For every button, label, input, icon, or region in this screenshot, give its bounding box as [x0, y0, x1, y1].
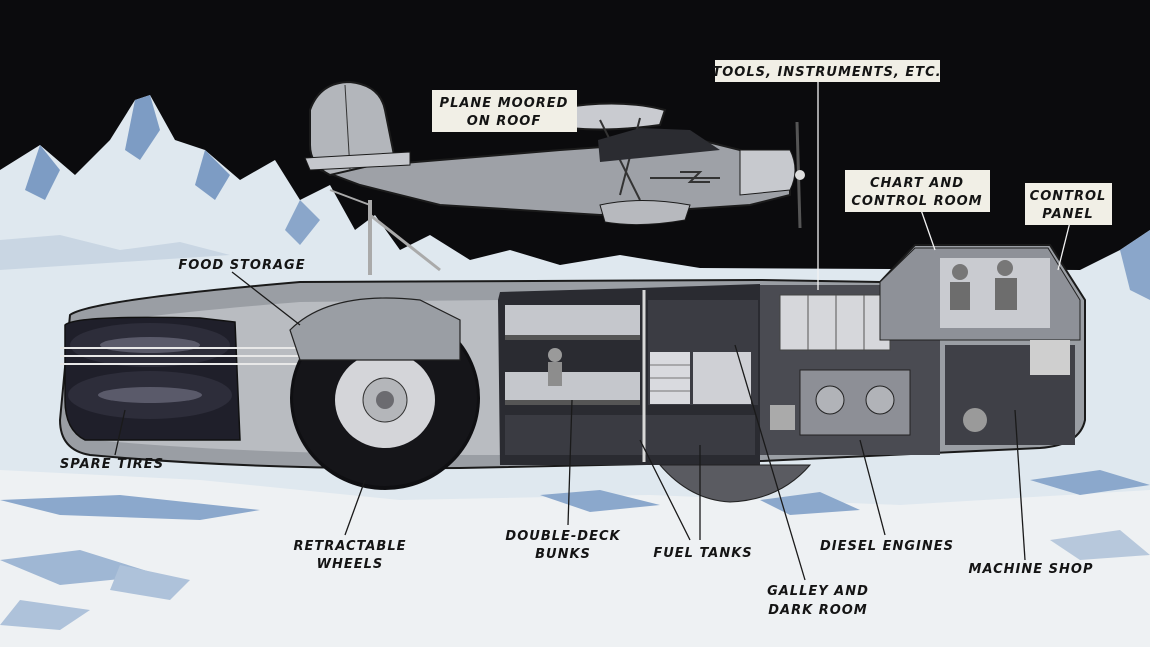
label-control-panel: CONTROL PANEL — [1025, 183, 1112, 225]
bunks-label-line1: DOUBLE-DECK — [505, 529, 620, 544]
retractable-wheel — [289, 297, 480, 490]
machine-shop-label: MACHINE SHOP — [969, 562, 1094, 577]
plane-label-line1: PLANE MOORED — [440, 96, 569, 111]
leader-lines — [114, 78, 1071, 581]
control-panel-label-line1: CONTROL — [1030, 189, 1107, 204]
wheels-label-line2: WHEELS — [317, 557, 384, 572]
bunks-label-line2: BUNKS — [535, 547, 591, 562]
label-chart-control-room: CHART AND CONTROL ROOM — [845, 170, 990, 212]
label-plane-moored: PLANE MOORED ON ROOF — [432, 90, 577, 132]
tools-label: TOOLS, INSTRUMENTS, ETC. — [712, 65, 941, 80]
diesel-engines-label: DIESEL ENGINES — [820, 539, 954, 554]
chart-room-label-line1: CHART AND — [870, 176, 964, 191]
airplane-on-roof — [304, 80, 805, 275]
spare-tires-label: SPARE TIRES — [60, 457, 164, 472]
chart-room-label-line2: CONTROL ROOM — [851, 194, 982, 209]
food-storage-label: FOOD STORAGE — [178, 258, 305, 273]
plane-label-line2: ON ROOF — [467, 114, 541, 129]
snowfield — [0, 470, 1150, 647]
label-tools-instruments: TOOLS, INSTRUMENTS, ETC. — [712, 60, 941, 82]
wheels-label-line1: RETRACTABLE — [294, 539, 407, 554]
control-panel-label-line2: PANEL — [1042, 207, 1093, 222]
hull-keel — [658, 464, 812, 503]
fuel-tanks-label: FUEL TANKS — [653, 546, 752, 561]
galley-label-line1: GALLEY AND — [767, 584, 869, 599]
galley-label-line2: DARK ROOM — [768, 603, 868, 618]
